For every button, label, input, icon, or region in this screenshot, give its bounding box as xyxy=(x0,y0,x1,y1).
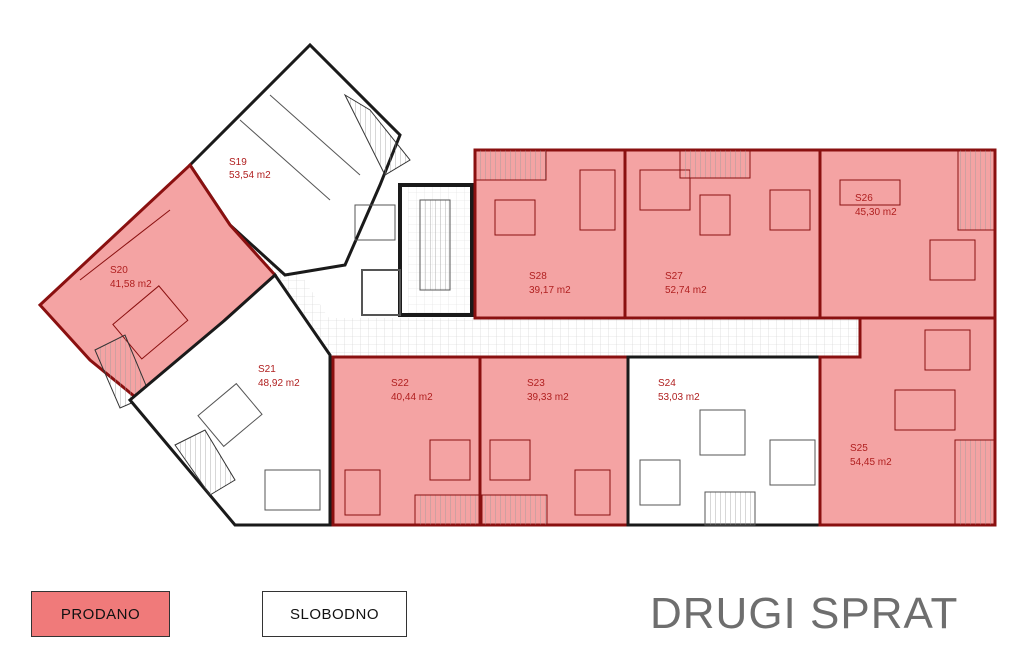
unit-label-s25-area: 54,45 m2 xyxy=(850,457,892,468)
unit-label-s26-id: S26 xyxy=(855,193,873,204)
unit-label-s19-area: 53,54 m2 xyxy=(229,170,271,181)
floor-title: DRUGI SPRAT xyxy=(650,589,959,638)
unit-label-s28-area: 39,17 m2 xyxy=(529,285,571,296)
legend-sold: PRODANO xyxy=(31,591,170,637)
unit-label-s27-area: 52,74 m2 xyxy=(665,285,707,296)
unit-s26[interactable] xyxy=(818,148,997,320)
unit-label-s23-id: S23 xyxy=(527,378,545,389)
unit-label-s21-area: 48,92 m2 xyxy=(258,378,300,389)
unit-label-s24-id: S24 xyxy=(658,378,676,389)
unit-label-s22-area: 40,44 m2 xyxy=(391,392,433,403)
unit-label-s19-id: S19 xyxy=(229,157,247,168)
unit-s23[interactable] xyxy=(478,355,630,527)
stair-core xyxy=(361,183,474,317)
unit-label-s22-id: S22 xyxy=(391,378,409,389)
legend-sold-label: PRODANO xyxy=(60,605,141,623)
unit-s25[interactable] xyxy=(818,316,997,527)
unit-s24[interactable] xyxy=(626,355,822,527)
unit-s27[interactable] xyxy=(623,148,822,320)
unit-label-s28-id: S28 xyxy=(529,271,547,282)
unit-label-s20-id: S20 xyxy=(110,265,128,276)
floor-plan: S19 53,54 m2 S20 41,58 m2 S21 48,92 m2 S… xyxy=(37,42,997,527)
unit-label-s21-id: S21 xyxy=(258,364,276,375)
legend-free: SLOBODNO xyxy=(262,591,407,637)
unit-label-s24-area: 53,03 m2 xyxy=(658,392,700,403)
unit-labels: S19 53,54 m2 S20 41,58 m2 S21 48,92 m2 S… xyxy=(110,157,897,468)
unit-s28[interactable] xyxy=(473,148,627,320)
unit-label-s20-area: 41,58 m2 xyxy=(110,279,152,290)
unit-label-s27-id: S27 xyxy=(665,271,683,282)
unit-label-s26-area: 45,30 m2 xyxy=(855,207,897,218)
unit-s21[interactable] xyxy=(127,272,332,527)
unit-label-s23-area: 39,33 m2 xyxy=(527,392,569,403)
unit-label-s25-id: S25 xyxy=(850,443,868,454)
legend-free-label: SLOBODNO xyxy=(289,605,380,623)
unit-s19[interactable] xyxy=(188,42,411,277)
